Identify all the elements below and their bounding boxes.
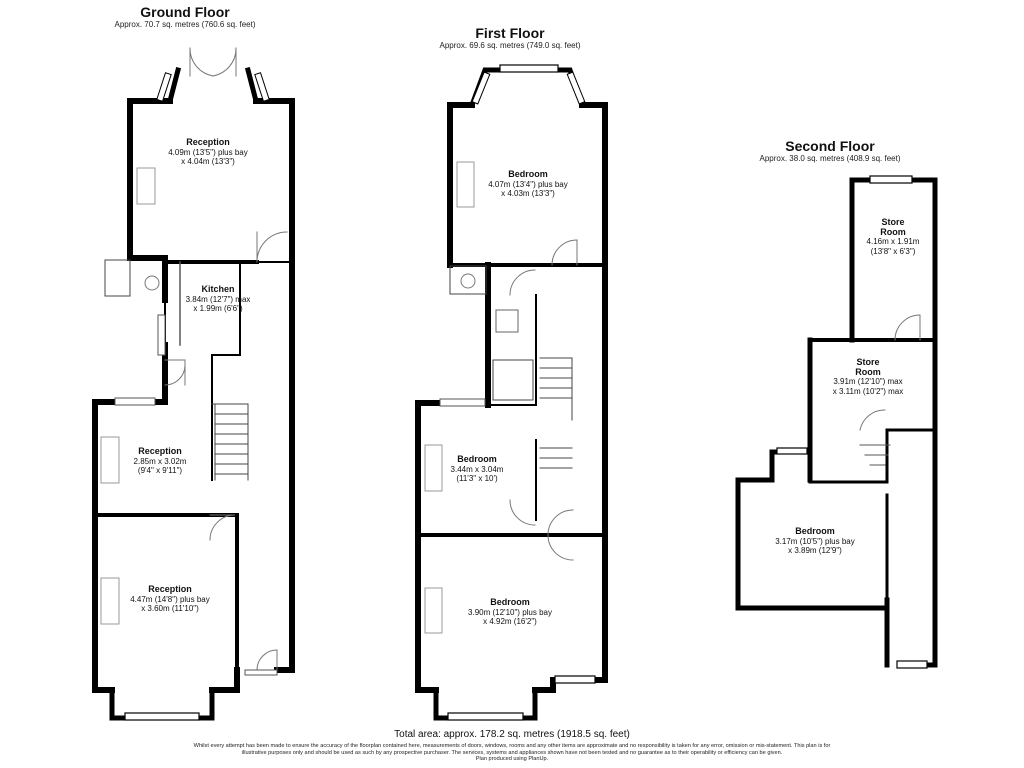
second-floor-area: Approx. 38.0 sq. metres (408.9 sq. feet) [759,154,901,163]
room-dimensions: x 1.99m (6'6") [193,304,243,313]
room-label-second-bedroom: Bedroom 3.17m (10'5") plus bay x 3.89m (… [775,526,855,556]
room-name: Store [856,357,880,367]
room-dimensions: x 3.89m (12'9") [788,546,842,555]
room-dimensions: 3.84m (12'7") max [185,294,251,304]
room-dimensions: 2.85m x 3.02m [133,456,187,466]
room-label-ground-reception-1: Reception 4.09m (13'5") plus bay x 4.04m… [168,137,248,167]
room-dimensions: (11'3" x 10') [456,474,498,483]
room-name: Reception [138,446,182,456]
room-dimensions: (13'8" x 6'3") [870,246,916,256]
room-dimensions: 4.07m (13'4") plus bay [488,179,568,189]
room-label-store-room-2: Store Room 3.91m (12'10") max x 3.11m (1… [832,357,904,396]
second-floor-title: Second Floor [785,138,875,154]
first-floor-area: Approx. 69.6 sq. metres (749.0 sq. feet) [439,41,581,50]
room-dimensions: x 4.04m (13'3") [181,157,235,166]
disclaimer-line: Plan produced using PlanUp. [475,756,549,763]
room-label-first-bedroom-2: Bedroom 3.44m x 3.04m (11'3" x 10') [450,454,504,484]
room-dimensions: 4.47m (14'8") plus bay [130,594,210,604]
room-label-first-bedroom-3: Bedroom 3.90m (12'10") plus bay x 4.92m … [468,597,552,627]
room-label-ground-reception-3: Reception 4.47m (14'8") plus bay x 3.60m… [130,584,210,614]
room-name: Kitchen [201,284,235,294]
room-name: Bedroom [508,169,548,179]
room-dimensions: 3.90m (12'10") plus bay [468,607,552,617]
disclaimer: Whilst every attempt has been made to en… [80,743,944,763]
room-name: Reception [148,584,192,594]
disclaimer-line: illustrative purposes only and should be… [241,749,783,756]
room-name: Bedroom [795,526,835,536]
room-name: Room [855,366,881,377]
room-dimensions: x 3.11m (10'2") max [832,386,904,396]
room-label-first-bedroom-1: Bedroom 4.07m (13'4") plus bay x 4.03m (… [488,169,568,199]
first-floor-title: First Floor [475,25,545,41]
room-dimensions: 3.44m x 3.04m [450,464,504,474]
room-name: Reception [186,137,230,147]
room-dimensions: (9'4" x 9'11") [137,466,183,475]
ground-floor-title: Ground Floor [140,4,230,20]
room-dimensions: 3.91m (12'10") max [833,377,903,386]
room-dimensions: x 3.60m (11'10") [141,604,199,613]
room-dimensions: 4.16m x 1.91m [866,237,920,246]
room-name: Bedroom [457,454,497,464]
room-name: Store [881,217,905,227]
room-dimensions: x 4.92m (16'2") [483,617,537,626]
room-name: Bedroom [490,597,530,607]
room-label-ground-reception-2: Reception 2.85m x 3.02m (9'4" x 9'11") [133,446,187,476]
room-name: Room [880,226,906,237]
ground-floor-area: Approx. 70.7 sq. metres (760.6 sq. feet) [114,20,256,29]
first-floor-plan [415,64,608,721]
room-dimensions: 4.09m (13'5") plus bay [168,147,248,157]
room-label-store-room-1: Store Room 4.16m x 1.91m (13'8" x 6'3") [866,217,920,256]
ground-floor-plan [92,47,295,721]
room-dimensions: 3.17m (10'5") plus bay [775,536,855,546]
disclaimer-line: Whilst every attempt has been made to en… [193,743,831,749]
room-dimensions: x 4.03m (13'3") [501,189,555,198]
total-area: Total area: approx. 178.2 sq. metres (19… [394,729,630,740]
room-label-kitchen: Kitchen 3.84m (12'7") max x 1.99m (6'6") [185,284,251,314]
second-floor-plan [735,175,938,669]
